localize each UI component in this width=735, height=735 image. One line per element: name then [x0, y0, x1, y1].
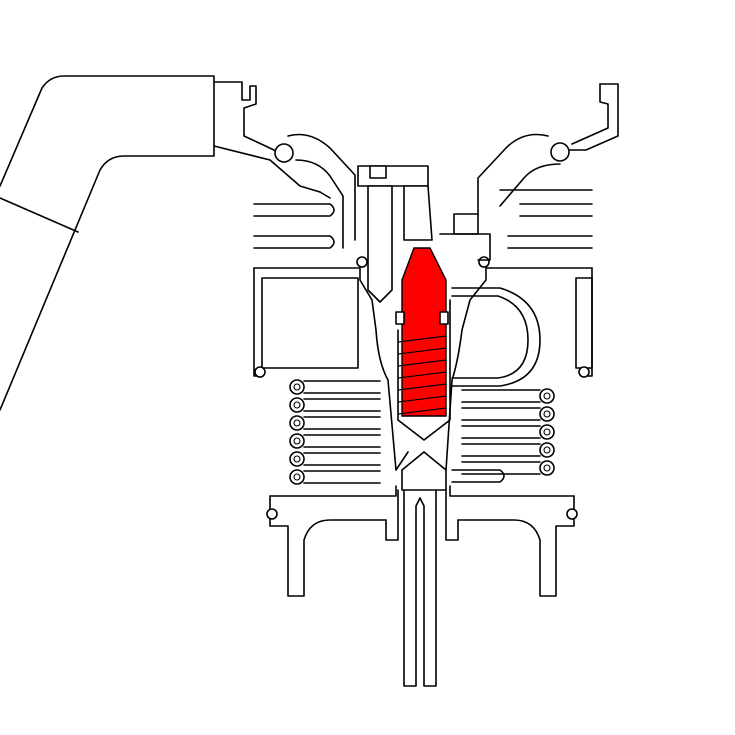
upper-cooling-fins: [253, 189, 593, 249]
bonnet-clamp: [213, 81, 619, 249]
coil-end-core: [293, 401, 301, 409]
coil-end-core: [293, 437, 301, 445]
coil-end-circle: [289, 469, 305, 485]
coil-end-core: [293, 455, 301, 463]
coil-winding: [303, 380, 381, 394]
valve-plunger-highlighted: [395, 247, 449, 417]
coil-end-circle: [539, 388, 555, 404]
coil-winding: [461, 425, 541, 439]
coil-winding: [303, 452, 381, 466]
plunger-spring: [397, 299, 451, 441]
coil-end-circle: [539, 424, 555, 440]
coil-end-core: [543, 446, 551, 454]
coil-end-circle: [289, 397, 305, 413]
coil-end-core: [543, 428, 551, 436]
coil-end-circle: [289, 415, 305, 431]
coil-end-core: [293, 419, 301, 427]
coil-winding: [303, 416, 381, 430]
coil-winding: [461, 389, 541, 403]
coil-end-circle: [289, 379, 305, 395]
left-ball-bearing: [274, 143, 294, 163]
coil-end-core: [543, 392, 551, 400]
left-heating-coil: [289, 379, 381, 485]
coil-winding: [461, 407, 541, 421]
coil-end-circle: [539, 460, 555, 476]
valve-body: [253, 256, 593, 471]
coil-end-circle: [289, 433, 305, 449]
coil-end-core: [293, 383, 301, 391]
coil-winding: [303, 434, 381, 448]
bypass-tube: [451, 287, 541, 483]
coil-winding: [461, 461, 541, 475]
coil-winding: [303, 398, 381, 412]
coil-end-core: [543, 464, 551, 472]
coil-end-core: [543, 410, 551, 418]
right-ball-bearing: [550, 142, 570, 162]
inlet-pipe: [0, 75, 215, 411]
coil-winding: [303, 470, 381, 484]
right-heating-coil: [461, 388, 555, 476]
coil-end-core: [293, 473, 301, 481]
coil-winding: [461, 443, 541, 457]
lower-outlet-assembly: [266, 451, 578, 687]
upper-guide-assembly: [357, 165, 491, 303]
coil-end-circle: [289, 451, 305, 467]
coil-end-circle: [539, 442, 555, 458]
coil-end-circle: [539, 406, 555, 422]
